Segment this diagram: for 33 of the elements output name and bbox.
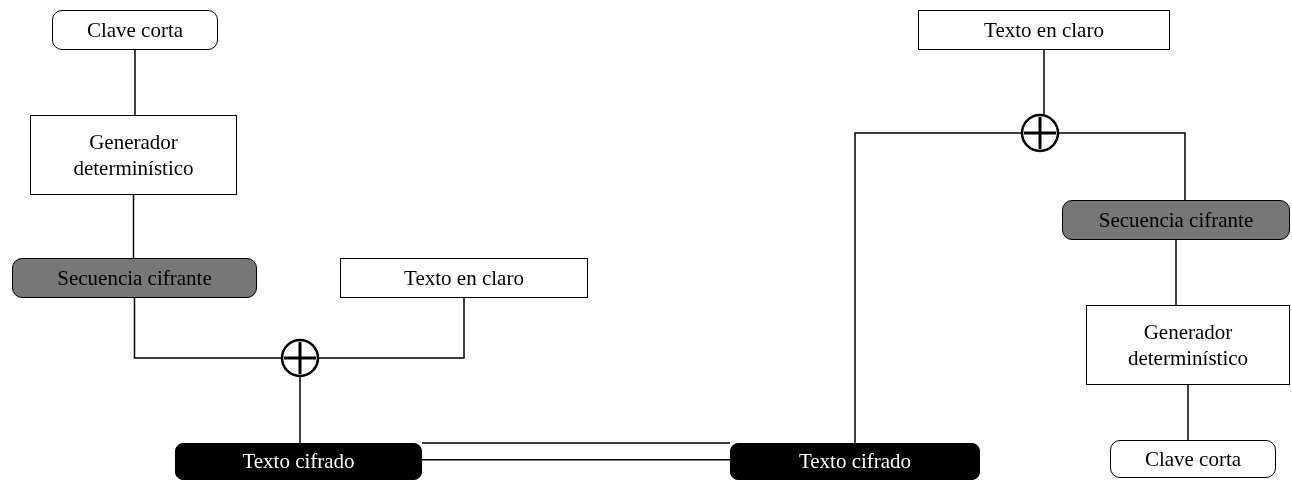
- node-label: Generador determinístico: [72, 128, 195, 182]
- connector-line: [133, 297, 282, 359]
- connector-line: [1187, 384, 1189, 441]
- xor-symbol: [1020, 113, 1060, 153]
- node-label: Texto cifrado: [242, 448, 355, 475]
- node-label: Texto en claro: [404, 264, 524, 292]
- connector-line: [854, 132, 1022, 444]
- node-label: Secuencia cifrante: [1098, 206, 1254, 234]
- process-box: [1086, 305, 1290, 385]
- connector-line: [134, 49, 136, 116]
- connector-line: [1043, 49, 1045, 115]
- node-label: Texto cifrado: [798, 448, 912, 475]
- key-box: [52, 10, 218, 50]
- process-box: [918, 10, 1170, 50]
- node-label: Generador determinístico: [1126, 318, 1250, 372]
- ciphertext-box: [730, 443, 980, 480]
- process-box: [30, 115, 237, 195]
- node-label: Secuencia cifrante: [57, 264, 212, 292]
- keystream-box: [12, 258, 257, 298]
- keystream-box: [1062, 200, 1290, 240]
- xor-symbol: [280, 338, 320, 378]
- connector-line: [1058, 132, 1186, 201]
- key-box: [1110, 440, 1276, 478]
- connector-line: [1175, 239, 1177, 306]
- connector-line: [132, 194, 135, 259]
- double-line: [421, 442, 731, 461]
- node-label: Clave corta: [1144, 445, 1242, 473]
- node-label: Clave corta: [86, 16, 184, 44]
- connector-line: [318, 297, 465, 359]
- ciphertext-box: [175, 443, 422, 480]
- process-box: [340, 258, 588, 298]
- connector-line: [299, 376, 301, 444]
- node-label: Texto en claro: [984, 16, 1104, 44]
